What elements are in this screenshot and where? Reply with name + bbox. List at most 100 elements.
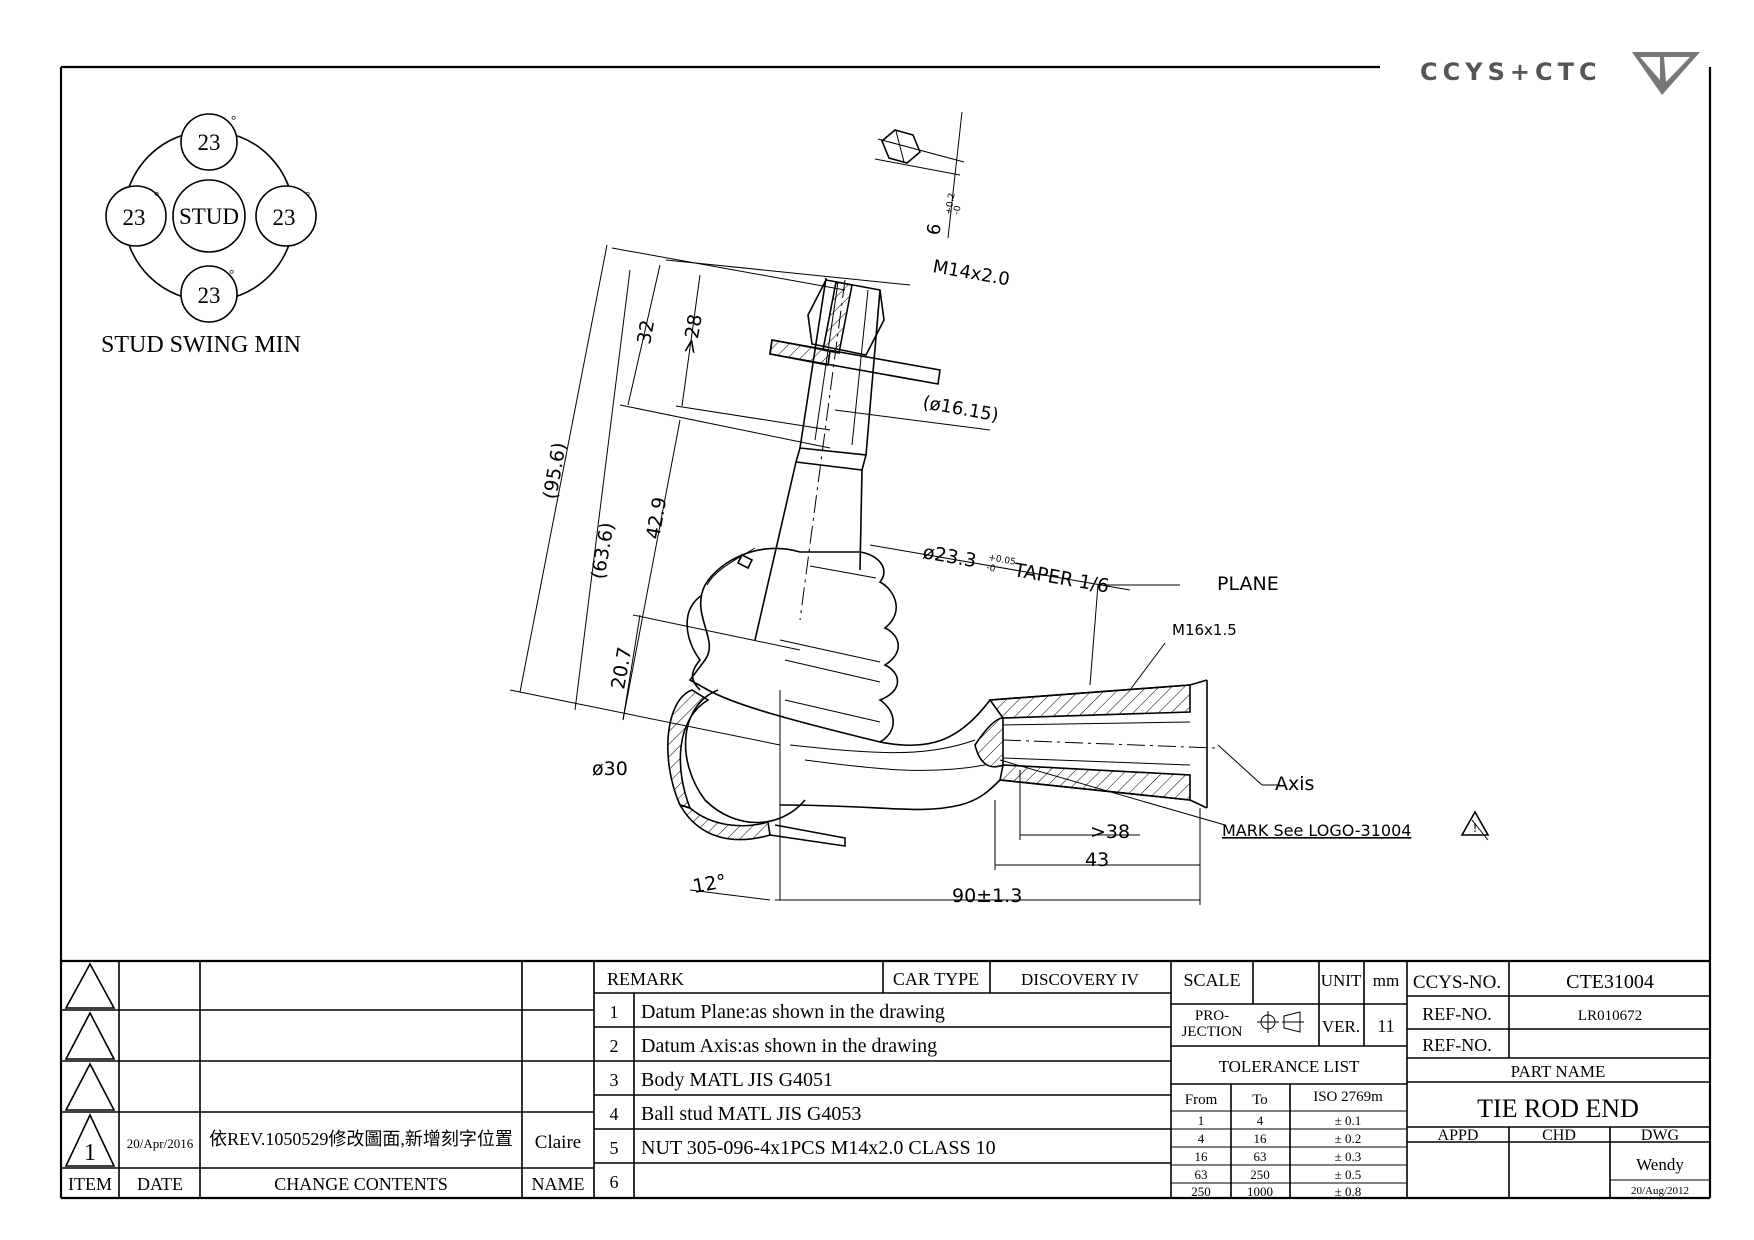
tol-from: 1 xyxy=(1198,1113,1205,1128)
remark-text: NUT 305-096-4x1PCS M14x2.0 CLASS 10 xyxy=(641,1137,996,1159)
dim-mark: MARK See LOGO-31004 xyxy=(1222,821,1411,840)
remark-text: Datum Plane:as shown in the drawing xyxy=(641,1001,945,1023)
revision-triangle-icon xyxy=(64,1113,116,1167)
unit-value: mm xyxy=(1373,971,1399,990)
scale-label: SCALE xyxy=(1183,970,1240,990)
dim-taper: ø23.3 xyxy=(921,541,978,572)
tolerance-title: TOLERANCE LIST xyxy=(1219,1057,1360,1076)
ver-value: 11 xyxy=(1377,1016,1394,1036)
dim-thread: M14x2.0 xyxy=(931,256,1011,290)
remark-table: REMARK CAR TYPE DISCOVERY IV 1 Datum Pla… xyxy=(594,961,1171,1198)
tol-value: ± 0.5 xyxy=(1335,1167,1362,1182)
swing-angle-top: 23 xyxy=(198,130,221,155)
tolerance-block: SCALE UNIT mm PRO- JECTION VER. 11 TOLER… xyxy=(1170,961,1408,1199)
dimension-lines xyxy=(509,244,1489,905)
dwg-label: DWG xyxy=(1641,1127,1680,1144)
dim-thread-in: M16x1.5 xyxy=(1172,621,1237,639)
projection-label: JECTION xyxy=(1182,1024,1243,1040)
dim-28: >28 xyxy=(678,313,707,356)
degree-mark: ° xyxy=(305,188,310,203)
ccys-number: CTE31004 xyxy=(1566,971,1654,993)
tol-from: 16 xyxy=(1195,1149,1209,1164)
dim-32: 32 xyxy=(633,318,659,346)
tol-to: 16 xyxy=(1254,1131,1268,1146)
title-block: CCYS-NO. CTE31004 REF-NO. LR010672 REF-N… xyxy=(1407,961,1710,1198)
revision-date: 20/Apr/2016 xyxy=(127,1136,194,1151)
tol-value: ± 0.1 xyxy=(1335,1113,1362,1128)
tol-to: 4 xyxy=(1257,1113,1264,1128)
degree-mark: ° xyxy=(231,112,236,127)
degree-mark: ° xyxy=(229,266,234,281)
stud-label: STUD xyxy=(179,204,239,229)
tol-value: ± 0.3 xyxy=(1335,1149,1362,1164)
degree-mark: ° xyxy=(154,188,159,203)
revision-triangle-icon xyxy=(64,1011,116,1060)
dim-taper-suffix: TAPER 1/6 xyxy=(1011,559,1111,598)
logo-text: CCYS+CTC xyxy=(1420,58,1602,86)
dim-ball: ø30 xyxy=(592,758,628,780)
company-logo: CCYS+CTC xyxy=(1420,52,1700,95)
part-name: TIE ROD END xyxy=(1477,1094,1639,1123)
unit-label: UNIT xyxy=(1321,971,1362,990)
header-name: NAME xyxy=(532,1174,585,1194)
remark-no: 1 xyxy=(610,1002,619,1022)
stud-swing-diagram: 23 ° 23 ° STUD 23 ° 23 ° STUD SWING MIN xyxy=(101,112,317,358)
sheet-frame xyxy=(59,65,1712,1200)
dim-taper-tol-upper: +0.05 xyxy=(987,553,1016,568)
dim-length: 90±1.3 xyxy=(952,885,1022,907)
ver-label: VER. xyxy=(1322,1017,1360,1036)
part-drawing: 6 +0.2 -0 xyxy=(509,111,1490,907)
dwg-name: Wendy xyxy=(1636,1155,1684,1174)
revision-change: 依REV.1050529修改圖面,新增刻字位置 xyxy=(209,1129,513,1149)
dim-overall: (95.6) xyxy=(539,441,571,501)
logo-emblem-icon xyxy=(1632,52,1700,95)
swing-angle-right: 23 xyxy=(273,205,296,230)
tol-to: 1000 xyxy=(1247,1184,1273,1199)
tol-header-from: From xyxy=(1185,1092,1218,1108)
hex-dimension: 6 xyxy=(923,222,946,237)
remark-no: 4 xyxy=(610,1104,619,1124)
tol-to: 250 xyxy=(1250,1167,1270,1182)
tol-from: 63 xyxy=(1195,1167,1208,1182)
remark-text: Body MATL JIS G4051 xyxy=(641,1069,833,1091)
remark-no: 6 xyxy=(610,1172,619,1192)
projection-label: PRO- xyxy=(1195,1008,1229,1024)
hex-tol-upper: +0.2 xyxy=(944,192,958,215)
tol-from: 250 xyxy=(1191,1184,1211,1199)
tol-header-to: To xyxy=(1252,1092,1268,1108)
dim-axis: Axis xyxy=(1275,773,1314,795)
remark-text: Ball stud MATL JIS G4053 xyxy=(641,1103,861,1125)
warning-triangle-icon xyxy=(1460,810,1490,836)
header-date: DATE xyxy=(137,1174,183,1194)
revision-table: 1 20/Apr/2016 依REV.1050529修改圖面,新增刻字位置 Cl… xyxy=(61,961,595,1198)
stud-assembly xyxy=(754,277,941,641)
dim-63: (63.6) xyxy=(587,521,619,581)
dim-dia-16: (ø16.15) xyxy=(921,392,1000,426)
remark-label: REMARK xyxy=(607,969,684,989)
remark-no: 2 xyxy=(610,1036,619,1056)
part-name-label: PART NAME xyxy=(1511,1062,1606,1081)
revision-triangle-icon xyxy=(64,1062,116,1111)
grease-nipple xyxy=(736,553,754,570)
remark-text: Datum Axis:as shown in the drawing xyxy=(641,1035,937,1057)
appd-label: APPD xyxy=(1438,1127,1479,1144)
tol-from: 4 xyxy=(1198,1131,1205,1146)
dim-taper-tol-lower: -0 xyxy=(985,563,996,574)
revision-name: Claire xyxy=(535,1132,581,1153)
rubber-boot xyxy=(686,547,899,743)
ref-label: REF-NO. xyxy=(1422,1004,1492,1024)
car-type-label: CAR TYPE xyxy=(893,969,979,989)
header-item: ITEM xyxy=(68,1174,112,1194)
tol-header-iso: ISO 2769m xyxy=(1313,1089,1383,1105)
remark-no: 3 xyxy=(610,1070,619,1090)
dim-plane: PLANE xyxy=(1217,573,1279,595)
arm-body xyxy=(779,679,1216,811)
swing-angle-bottom: 23 xyxy=(198,283,221,308)
revision-item: 1 xyxy=(84,1140,96,1166)
projection-symbol-icon xyxy=(1257,1011,1304,1033)
ball-housing xyxy=(667,689,846,900)
car-type-value: DISCOVERY IV xyxy=(1021,970,1140,989)
revision-triangle-icon xyxy=(64,962,116,1009)
hex-detail: 6 +0.2 -0 xyxy=(874,111,965,239)
